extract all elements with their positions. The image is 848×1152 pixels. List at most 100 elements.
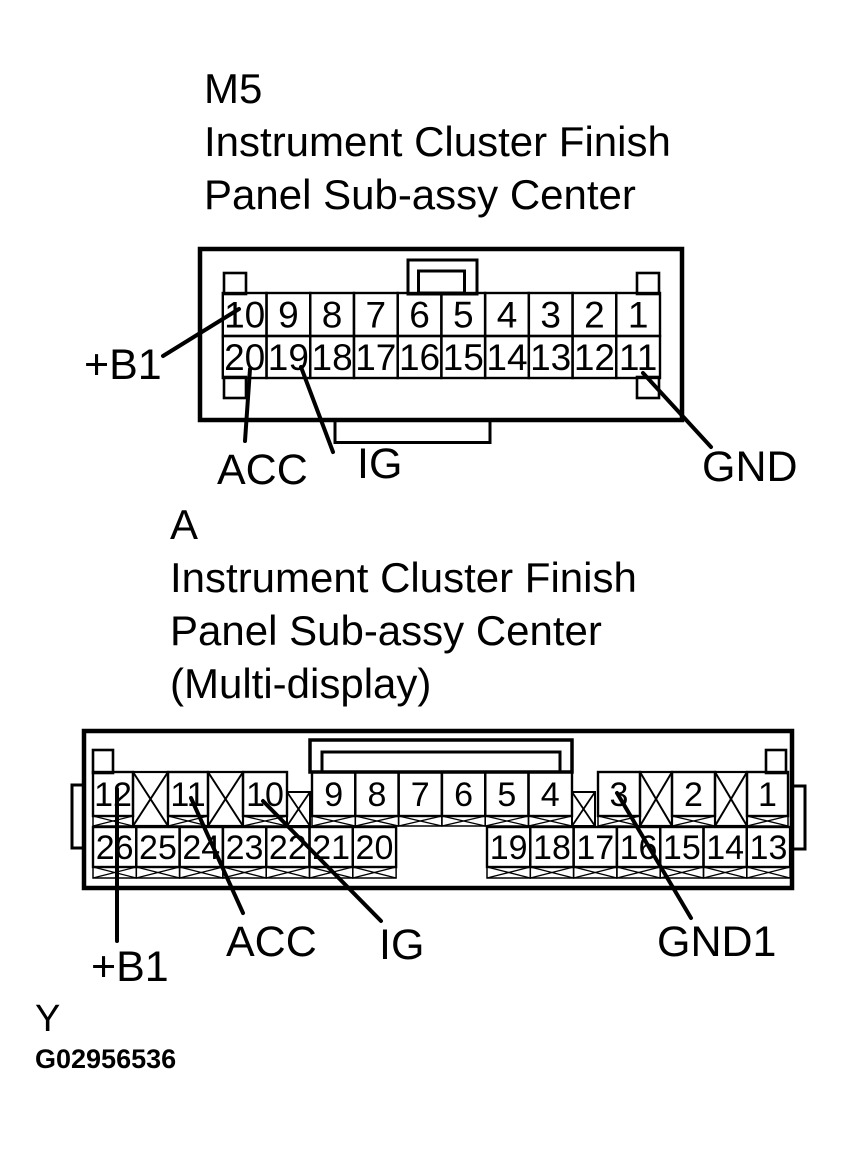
terminal-hatch-strip	[352, 866, 397, 879]
pin-number: 12	[94, 776, 132, 814]
pin-number: 1	[758, 776, 777, 814]
pin-number: 5	[453, 294, 474, 335]
hatch-line	[486, 866, 531, 879]
pin-number: 6	[409, 294, 430, 335]
a-tab-top-left	[91, 748, 115, 775]
pin-number: 2	[684, 776, 703, 814]
pin-number: 26	[96, 829, 134, 867]
a-side-tab-right	[790, 784, 807, 851]
hatch-line	[573, 866, 618, 879]
hatch-line	[92, 866, 137, 879]
pin-number: 20	[356, 829, 394, 867]
hatch-line	[136, 866, 180, 879]
hatch-line	[441, 815, 486, 827]
hatch-line	[530, 866, 574, 879]
m5-tab-top-right	[635, 271, 661, 296]
a-leader-acc	[189, 796, 245, 915]
pin-number: 3	[540, 294, 561, 335]
pin-number: 19	[490, 829, 528, 867]
pin-number: 18	[533, 829, 571, 867]
a-title-line1: Instrument Cluster Finish	[170, 554, 637, 601]
pin-number: 14	[486, 337, 527, 378]
m5-leader-b1	[161, 307, 241, 358]
m5-title-line1: Instrument Cluster Finish	[204, 118, 671, 165]
a-leader-lines	[115, 787, 693, 943]
m5-title-block: M5 Instrument Cluster Finish Panel Sub-a…	[204, 62, 671, 221]
hatch-line	[222, 866, 267, 879]
pin-number: 13	[750, 829, 788, 867]
a-keying-notch-inner	[320, 750, 562, 774]
hatch-line	[311, 815, 356, 827]
hatch-line	[352, 866, 397, 879]
pin-number: 2	[584, 294, 605, 335]
a-leader-gnd1	[615, 791, 693, 920]
m5-leader-lines	[161, 307, 713, 454]
pin-number: 23	[226, 829, 264, 867]
m5-label-b1: +B1	[84, 341, 162, 389]
m5-bottom-lug	[333, 418, 492, 444]
hatch-line	[746, 815, 789, 827]
pin-number: 15	[443, 337, 484, 378]
pin-number: 8	[367, 776, 386, 814]
pin-number: 9	[278, 294, 299, 335]
pin-number: 12	[574, 337, 615, 378]
m5-label-ig: IG	[357, 440, 403, 488]
blocked-slot-cross	[207, 771, 244, 827]
pin-number: 20	[224, 337, 265, 378]
m5-tab-top-left	[222, 271, 248, 296]
blocked-slot-cross	[639, 771, 673, 827]
pin-number: 4	[541, 776, 560, 814]
pin-number: 14	[706, 829, 744, 867]
pin-number: 7	[366, 294, 387, 335]
m5-label-gnd: GND	[702, 443, 798, 491]
m5-leader-ig	[299, 365, 335, 454]
m5-label-acc: ACC	[217, 446, 308, 494]
pin-number: 22	[269, 829, 307, 867]
a-title-line2: Panel Sub-assy Center	[170, 607, 602, 654]
blocked-slot-cross	[571, 791, 596, 827]
pin-number: 11	[170, 776, 205, 814]
hatch-line	[398, 815, 443, 827]
a-side-tab-left	[70, 783, 86, 850]
pin-number: 10	[246, 776, 284, 814]
a-label-ig: IG	[379, 921, 425, 969]
hatch-line	[703, 866, 747, 879]
terminal-hatch-strip	[746, 866, 791, 879]
m5-leader-acc	[243, 367, 252, 443]
pin-number: 1	[628, 294, 649, 335]
a-tab-top-right	[764, 748, 788, 775]
pin-number: 15	[663, 829, 701, 867]
hatch-line	[355, 815, 399, 827]
m5-keying-notch-inner	[417, 269, 466, 295]
pin-number: 17	[355, 337, 396, 378]
hatch-line	[746, 866, 791, 879]
pin-number: 18	[312, 337, 353, 378]
pin-number: 17	[576, 829, 614, 867]
figure-code: G02956536	[35, 1044, 177, 1074]
hatch-line	[179, 866, 224, 879]
m5-leader-gnd	[641, 371, 713, 449]
hatch-line	[616, 866, 661, 879]
pin-number: 4	[497, 294, 518, 335]
pin-number: 13	[530, 337, 571, 378]
pin-number: 21	[312, 829, 350, 867]
view-code: Y	[35, 998, 61, 1040]
pin-number: 11	[619, 337, 657, 378]
a-keying-notch-outer	[308, 738, 574, 774]
pin-number: 5	[497, 776, 516, 814]
pin-number: 7	[411, 776, 430, 814]
pin-number: 9	[324, 776, 343, 814]
pin-number: 8	[322, 294, 343, 335]
pin-number: 25	[139, 829, 177, 867]
a-label-gnd1: GND1	[657, 918, 777, 966]
pin-cell	[615, 334, 662, 380]
hatch-line	[485, 815, 529, 827]
hatch-line	[92, 815, 134, 827]
m5-tab-bottom-left	[222, 375, 248, 400]
m5-connector-code: M5	[204, 65, 263, 112]
